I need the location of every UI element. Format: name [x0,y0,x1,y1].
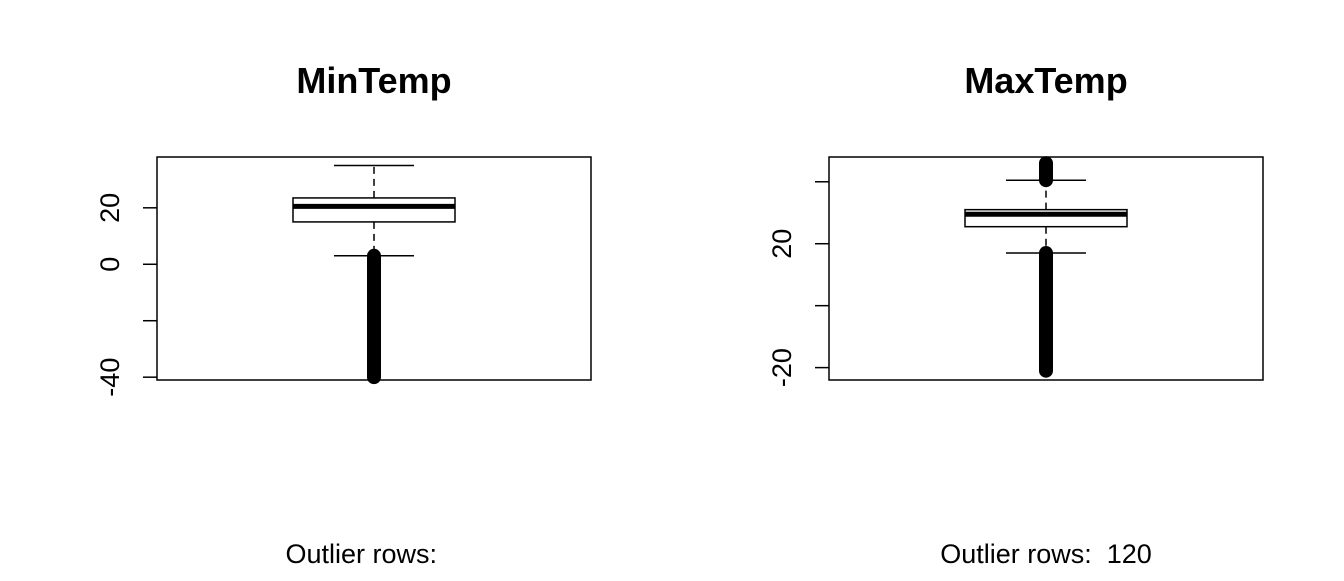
chart-title: MinTemp [296,60,451,101]
outlier-caption: Outlier rows: 120 [940,539,1152,569]
y-tick-label: 0 [95,257,125,272]
iqr-box [292,197,456,223]
y-tick-label: 20 [767,229,797,259]
y-tick-label: -20 [767,348,797,387]
y-tick-label: -40 [95,358,125,397]
outlier-caption: Outlier rows: [285,539,444,569]
chart-title: MaxTemp [964,60,1127,101]
y-tick-label: 20 [95,193,125,223]
